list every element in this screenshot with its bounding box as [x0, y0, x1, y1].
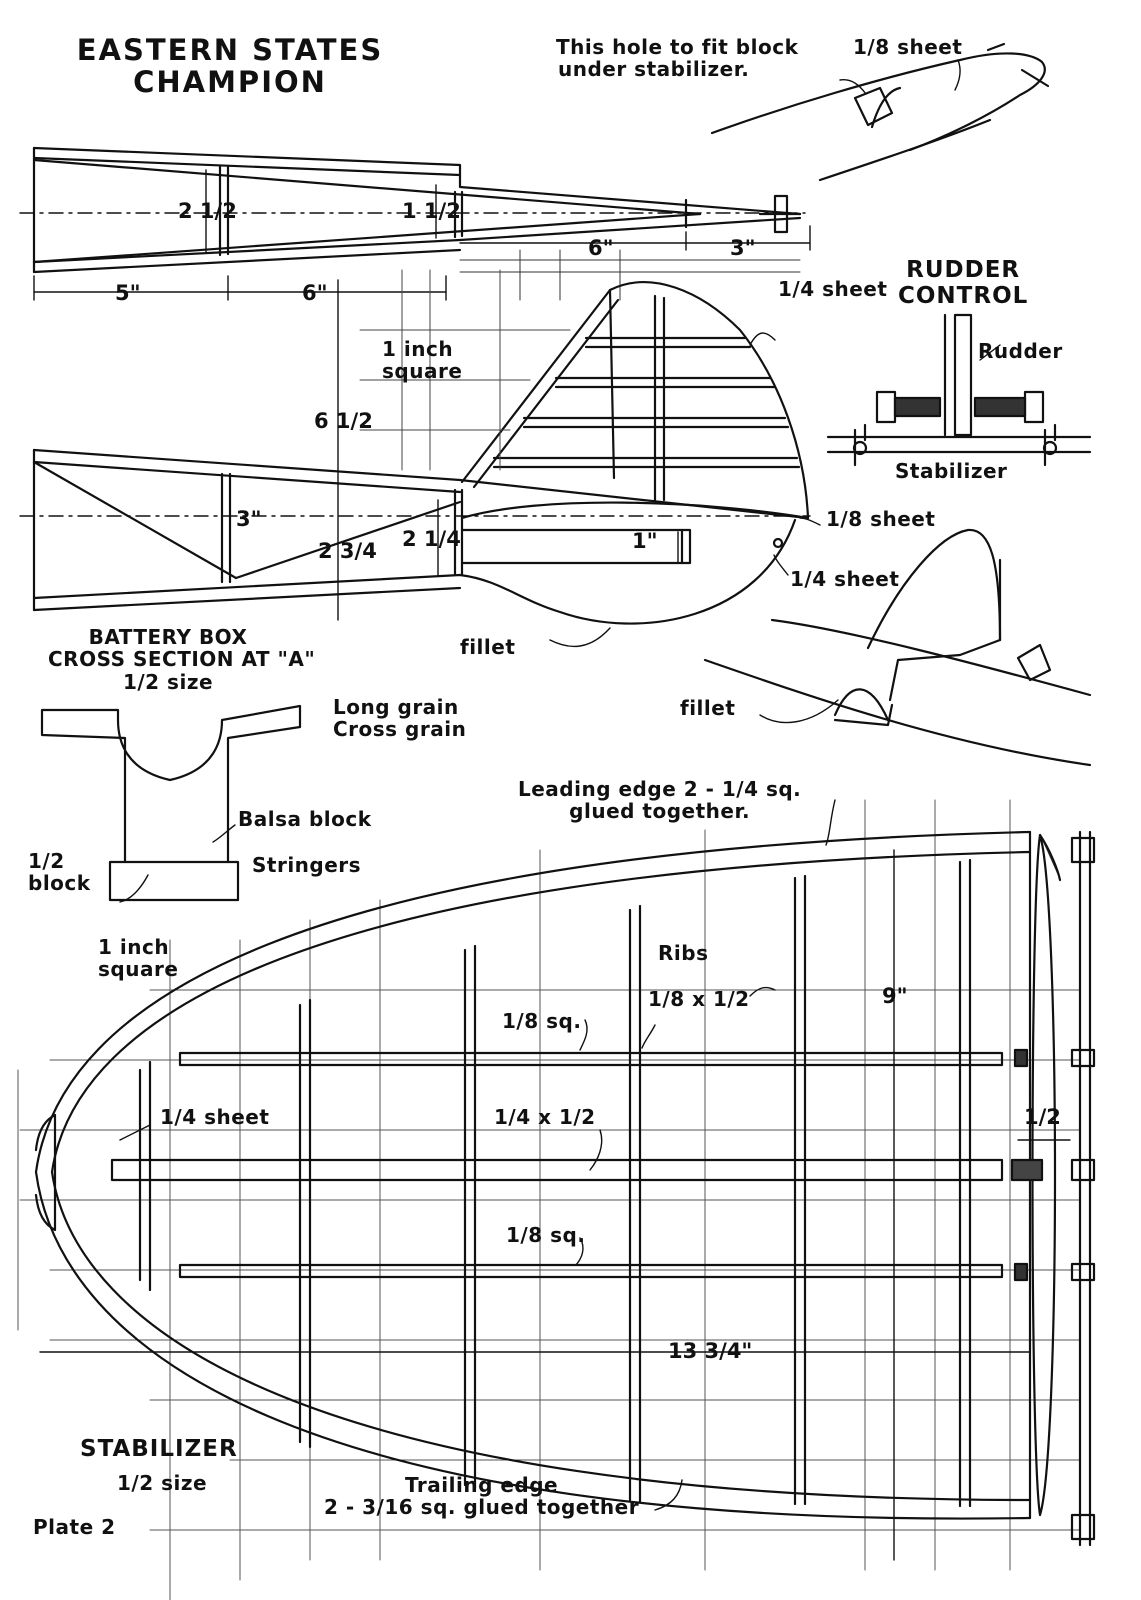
hole-note: This hole to fit block under stabilizer.: [556, 36, 798, 81]
plate-label: Plate 2: [33, 1515, 116, 1539]
dim-half-inch: 1/2: [1024, 1105, 1061, 1129]
dim-six-tail: 6": [588, 236, 614, 260]
dim-two-three-quarter: 2 3/4: [318, 539, 377, 563]
stabilizer-title: STABILIZER: [80, 1436, 238, 1462]
ribs-size-label: 1/8 x 1/2: [648, 987, 750, 1011]
one-inch-square-top-line2: square: [382, 359, 463, 384]
dim-one-inch: 1": [632, 529, 658, 553]
hole-note-line1: This hole to fit block: [556, 35, 799, 59]
ribs-label: Ribs: [658, 941, 709, 965]
dim-fuselage-height-front: 2 1/2: [178, 199, 237, 223]
dim-fuselage-height-rear: 1 1/2: [402, 199, 461, 223]
stabilizer-plan: [17, 799, 1096, 1600]
rudder-control-line2: CONTROL: [898, 282, 1029, 309]
balsa-block-label: Balsa block: [238, 807, 372, 831]
battery-box-line3: 1/2 size: [122, 669, 214, 694]
hole-note-line2: under stabilizer.: [558, 57, 750, 82]
trailing-edge-note: Trailing edge 2 - 3/16 sq. glued togethe…: [324, 1474, 639, 1519]
fillet-view-label: fillet: [680, 696, 736, 720]
fillet-side-label: fillet: [460, 635, 516, 659]
dim-five-front: 5": [115, 281, 141, 305]
battery-box-line2: CROSS SECTION AT "A": [48, 647, 316, 672]
one-inch-square-top: 1 inch square: [382, 338, 462, 383]
rudder-control-detail: [826, 313, 1092, 467]
grain-labels: Long grain Cross grain: [333, 696, 466, 741]
one-inch-square-top-line1: 1 inch: [382, 337, 454, 361]
stringers-label: Stringers: [252, 853, 362, 877]
eighth-sq-top-label: 1/8 sq.: [502, 1009, 582, 1033]
stabilizer-detail-label: Stabilizer: [895, 459, 1008, 483]
title-line2: CHAMPION: [133, 65, 327, 100]
half-block-line2: block: [28, 871, 91, 896]
rudder-control-title: RUDDER CONTROL: [898, 257, 1029, 310]
cross-grain-label: Cross grain: [333, 717, 467, 742]
eighth-sheet-fin-label: 1/8 sheet: [826, 507, 936, 531]
tail-hole-sketch: [710, 42, 1050, 182]
dim-two-quarter: 2 1/4: [402, 527, 461, 551]
rudder-label: Rudder: [978, 339, 1063, 363]
eighth-sheet-top-label: 1/8 sheet: [853, 35, 963, 59]
dim-six-middle: 6": [302, 281, 328, 305]
one-inch-square-bottom-line2: square: [98, 957, 179, 982]
trailing-edge-line2: 2 - 3/16 sq. glued together: [324, 1495, 640, 1520]
battery-box-line1: BATTERY BOX: [88, 625, 248, 649]
long-grain-label: Long grain: [333, 695, 459, 719]
leading-edge-line2: glued together.: [569, 799, 751, 824]
one-inch-square-bottom-line1: 1 inch: [98, 935, 170, 959]
dim-three-tail: 3": [730, 236, 756, 260]
trailing-edge-line1: Trailing edge: [404, 1473, 559, 1497]
stabilizer-size: 1/2 size: [117, 1471, 208, 1495]
eighth-sq-bottom-label: 1/8 sq.: [506, 1223, 586, 1247]
dim-three-lower: 3": [236, 507, 262, 531]
quarter-sheet-fin-lower-label: 1/4 sheet: [790, 567, 900, 591]
half-block-line1: 1/2: [28, 849, 65, 873]
one-inch-square-bottom: 1 inch square: [98, 936, 178, 981]
quarter-sheet-fin-edge-label: 1/4 sheet: [778, 277, 888, 301]
fin-side-view: [19, 269, 821, 648]
leading-edge-note: Leading edge 2 - 1/4 sq. glued together.: [518, 778, 801, 823]
page-title: EASTERN STATES CHAMPION: [40, 34, 420, 99]
half-block-label: 1/2 block: [28, 850, 91, 895]
top-fuselage-view: [19, 146, 811, 301]
quarter-by-half-label: 1/4 x 1/2: [494, 1105, 596, 1129]
quarter-sheet-label: 1/4 sheet: [160, 1105, 270, 1129]
fillet-view: [703, 528, 1092, 767]
dim-nine: 9": [882, 984, 908, 1008]
title-line1: EASTERN STATES: [76, 33, 384, 67]
leading-edge-line1: Leading edge 2 - 1/4 sq.: [518, 777, 802, 801]
rudder-control-line1: RUDDER: [906, 257, 1021, 283]
battery-box-title: BATTERY BOX CROSS SECTION AT "A" 1/2 siz…: [48, 625, 316, 694]
dim-thirteen-three-quarter: 13 3/4": [668, 1339, 753, 1363]
battery-box-section: [40, 704, 302, 903]
dim-fin-height: 6 1/2: [314, 409, 373, 433]
